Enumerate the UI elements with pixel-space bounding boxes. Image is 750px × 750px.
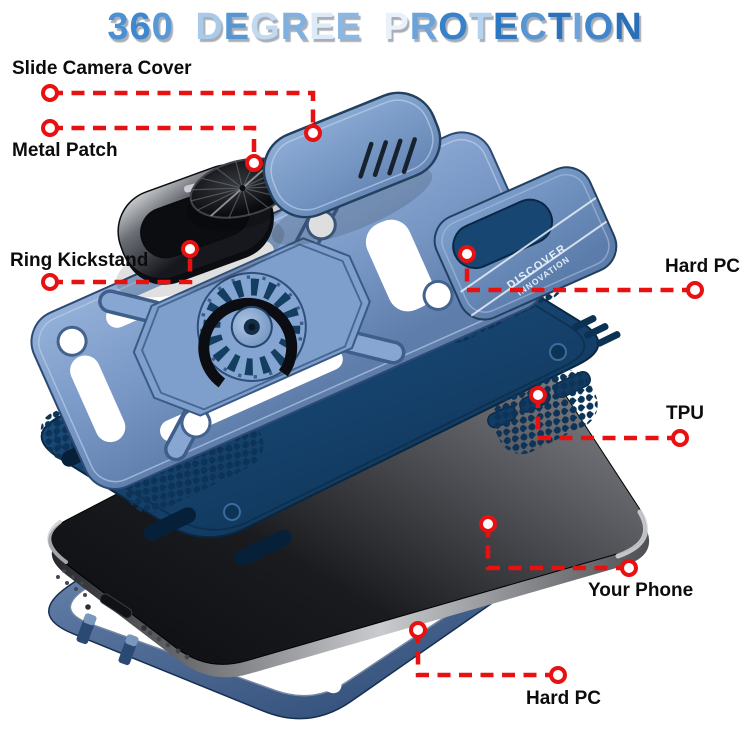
frame-clip [76, 613, 97, 645]
callout-line-hard-pc-top [464, 254, 695, 293]
callout-lines [50, 90, 695, 678]
camera-plate: DISCOVER INNOVATION [433, 166, 618, 321]
callout-line-metal-patch [50, 125, 257, 163]
frame-clip [118, 634, 139, 666]
label-slide-camera-cover: Slide Camera Cover [12, 58, 192, 79]
plate-corner-holes [56, 209, 454, 439]
callout-line-tpu [535, 395, 680, 441]
kickstand-gear [196, 271, 307, 397]
label-tpu: TPU [666, 403, 704, 424]
label-metal-patch: Metal Patch [12, 140, 118, 161]
phone-speaker-holes [56, 569, 190, 660]
label-hard-pc-bottom: Hard PC [526, 688, 601, 709]
callout-line-slide-camera-cover [50, 90, 316, 133]
label-ring-kickstand: Ring Kickstand [10, 250, 149, 271]
label-your-phone: Your Phone [588, 580, 694, 601]
cover-grip-ridges [358, 137, 417, 179]
slide-camera-cover-graphic [262, 91, 442, 219]
camera-slide-track [452, 198, 554, 270]
frame-notch [282, 660, 342, 694]
callout-line-your-phone [485, 524, 629, 571]
callout-line-ring-kickstand [50, 249, 193, 285]
tpu-corner-ribs [572, 315, 621, 347]
page-title: 360 DEGREE PROTECTION [107, 6, 643, 48]
callout-endpoints [41, 84, 704, 684]
back-plate-hard-pc-graphic: DISCOVER INNOVATION [30, 131, 618, 490]
phone-charging-port [99, 593, 133, 619]
label-hard-pc-top: Hard PC [665, 256, 740, 277]
kickstand-ring-recess [198, 297, 298, 397]
callout-line-hard-pc-bottom [415, 630, 558, 678]
